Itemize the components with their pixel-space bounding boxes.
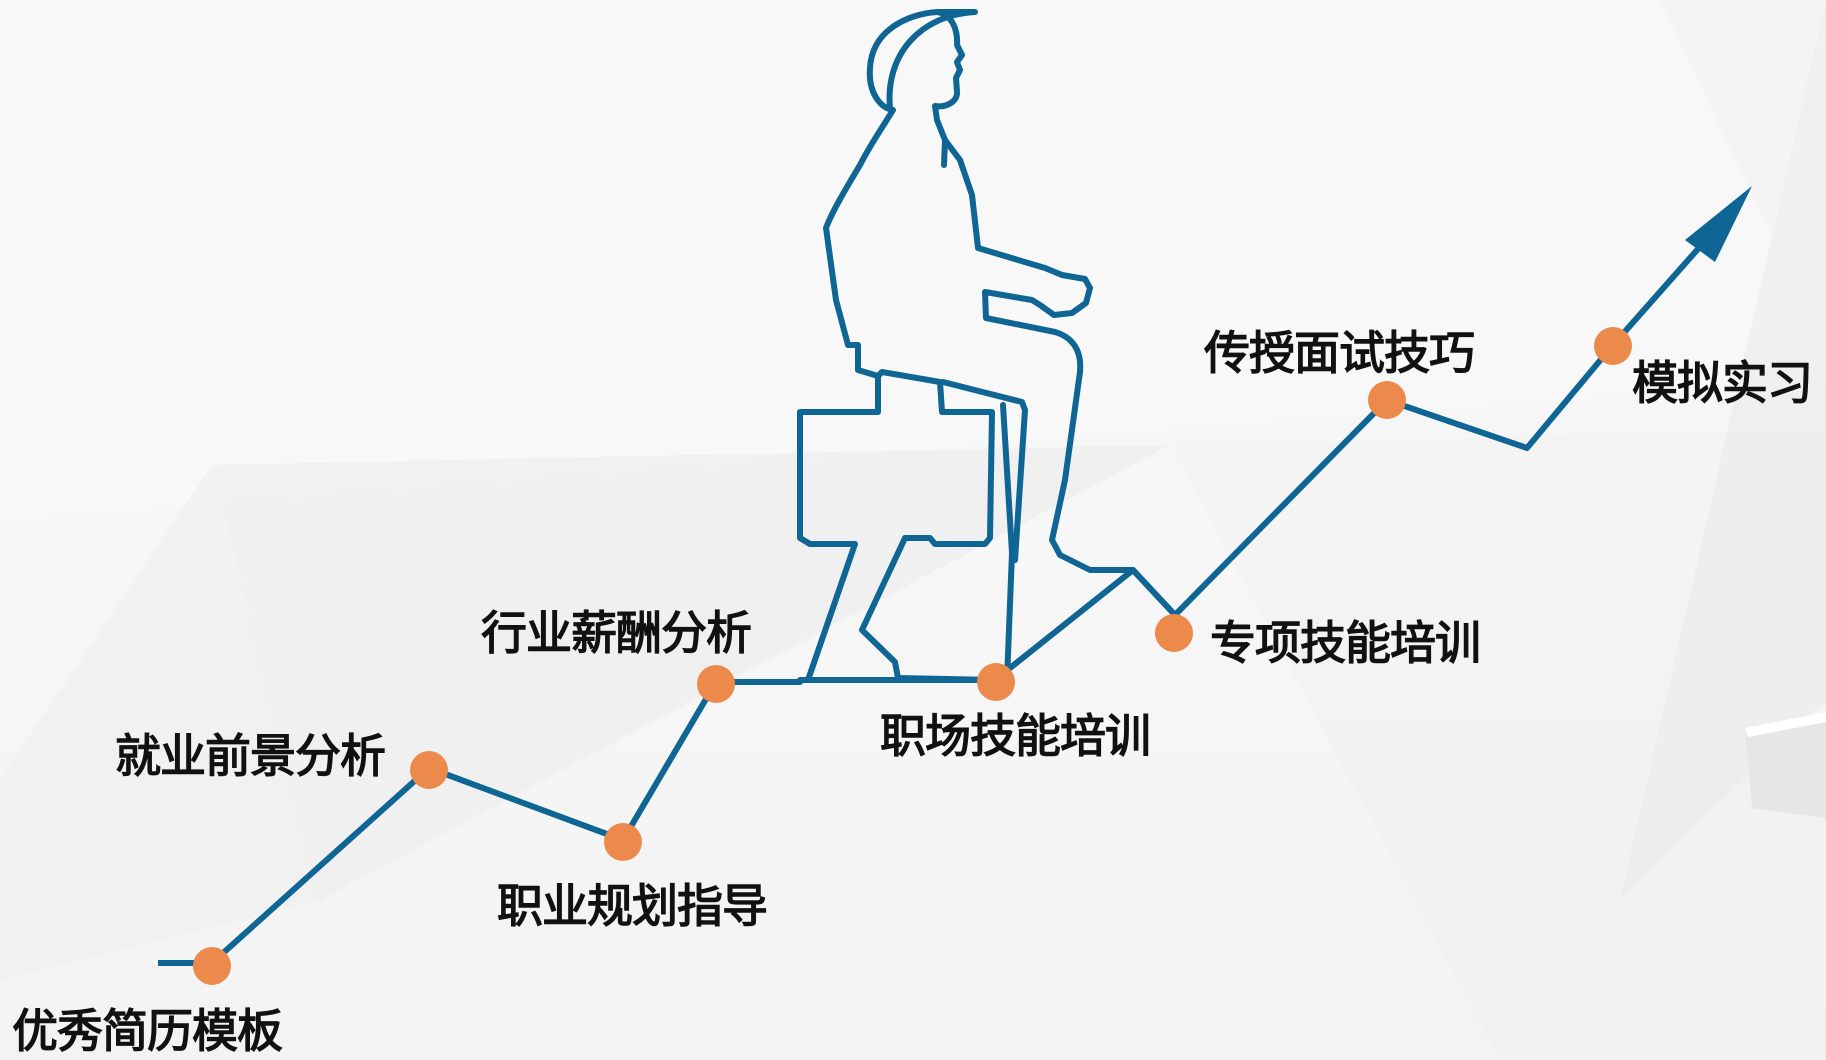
career-path-line — [158, 213, 1731, 966]
figure-front-leg — [993, 402, 1015, 683]
step-node-internship — [1594, 327, 1632, 365]
step-node-interview — [1368, 381, 1406, 419]
step-node-outlook — [410, 751, 448, 789]
arrow-up-right-icon — [1685, 186, 1752, 262]
step-node-special — [1155, 614, 1193, 652]
figure-seat — [940, 379, 1028, 563]
step-label-resume: 优秀简历模板 — [12, 1004, 283, 1058]
step-label-interview: 传授面试技巧 — [1204, 326, 1475, 380]
step-label-outlook: 就业前景分析 — [115, 729, 386, 783]
step-node-salary — [697, 665, 735, 703]
step-label-internship: 模拟实习 — [1632, 356, 1813, 410]
figure-head-body — [797, 9, 978, 683]
step-node-resume — [193, 947, 231, 985]
step-node-planning — [604, 823, 642, 861]
step-label-workplace: 职场技能培训 — [880, 709, 1151, 763]
figure-face — [932, 9, 1178, 618]
step-label-salary: 行业薪酬分析 — [481, 606, 752, 660]
step-node-workplace — [977, 663, 1015, 701]
step-label-planning: 职业规划指导 — [497, 879, 768, 933]
businessman-climbing-icon — [797, 9, 1178, 683]
figure-arm — [941, 137, 948, 168]
figure-briefcase — [859, 369, 998, 683]
step-label-special: 专项技能培训 — [1210, 616, 1481, 670]
